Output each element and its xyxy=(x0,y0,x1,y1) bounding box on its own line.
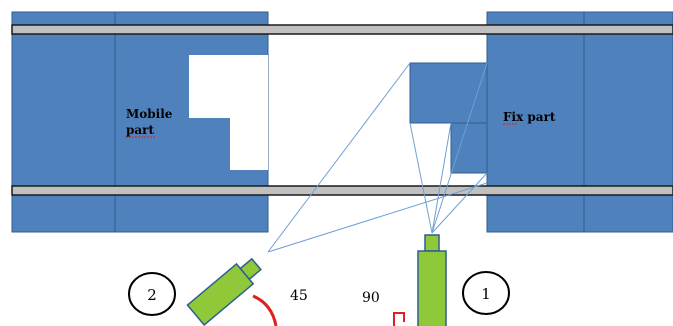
camera-1-sight-line-4 xyxy=(431,172,488,234)
camera-2-lens xyxy=(239,257,262,281)
camera-2-number: 2 xyxy=(147,286,157,304)
mobile-part-label-line1: Mobile xyxy=(126,107,173,121)
camera-1-lens xyxy=(424,234,440,252)
mobile-part-label-line2: part xyxy=(126,123,154,137)
camera-1-sight-line-1 xyxy=(409,122,433,234)
angle-90-marker-icon xyxy=(393,312,405,326)
camera-2-number-badge: 2 xyxy=(128,272,176,316)
camera-1-body xyxy=(417,250,447,326)
camera-1-sight-line-3 xyxy=(431,62,488,234)
camera-2-icon xyxy=(186,257,262,326)
camera-1-icon xyxy=(417,234,447,326)
upper-rail xyxy=(11,24,673,35)
angle-45-label: 45 xyxy=(290,288,308,304)
mobile-part-left-segment xyxy=(11,11,116,233)
fix-part-label: Fix part xyxy=(503,110,556,124)
camera-2-sight-line-upper xyxy=(267,62,411,253)
camera-1-number: 1 xyxy=(481,285,491,303)
camera-2-sight-lines xyxy=(267,62,488,253)
camera-1-number-badge: 1 xyxy=(462,271,510,315)
camera-1-sight-line-2 xyxy=(431,122,452,234)
fix-part-lower-step xyxy=(450,122,488,174)
fix-part-right-segment xyxy=(583,11,673,233)
fix-part-upper-step xyxy=(409,62,488,124)
camera-2-sight-line-lower xyxy=(267,182,488,253)
angle-90-label: 90 xyxy=(362,290,380,306)
camera-1-sight-lines xyxy=(409,62,488,234)
mobile-part-cavity xyxy=(189,55,268,170)
angle-45-marker-icon xyxy=(252,294,278,326)
lower-rail xyxy=(11,185,673,196)
mobile-part xyxy=(11,11,269,233)
